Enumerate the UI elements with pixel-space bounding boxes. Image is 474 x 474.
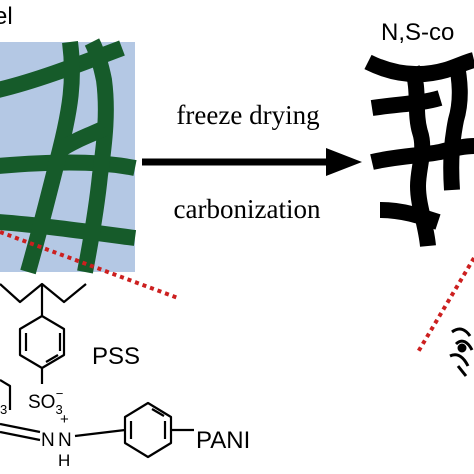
zoom-guide-right [416,256,474,354]
amine-hydrogen: H [58,451,70,470]
pss-label: PSS [92,343,140,370]
step-carbonization: carbonization [174,194,321,224]
carbon-network [364,52,474,247]
sulfonate-group: SO3− [28,386,63,417]
imine-nitrogen: N [41,430,55,451]
left-sulfonate-fragment: 3 [0,402,7,417]
step-freeze-drying: freeze drying [176,100,319,130]
hydrogel-panel: el [0,3,137,275]
chemical-structure [0,282,194,459]
product-title: N,S-co [381,19,454,46]
amine-nitrogen: N [58,430,72,451]
gel-network [0,38,137,275]
hydrogel-title: el [0,3,13,30]
carbon-fragment-icon [449,327,474,377]
process-arrow [142,148,362,176]
plus-charge: + [60,411,69,428]
pani-label: PANI [196,427,250,454]
